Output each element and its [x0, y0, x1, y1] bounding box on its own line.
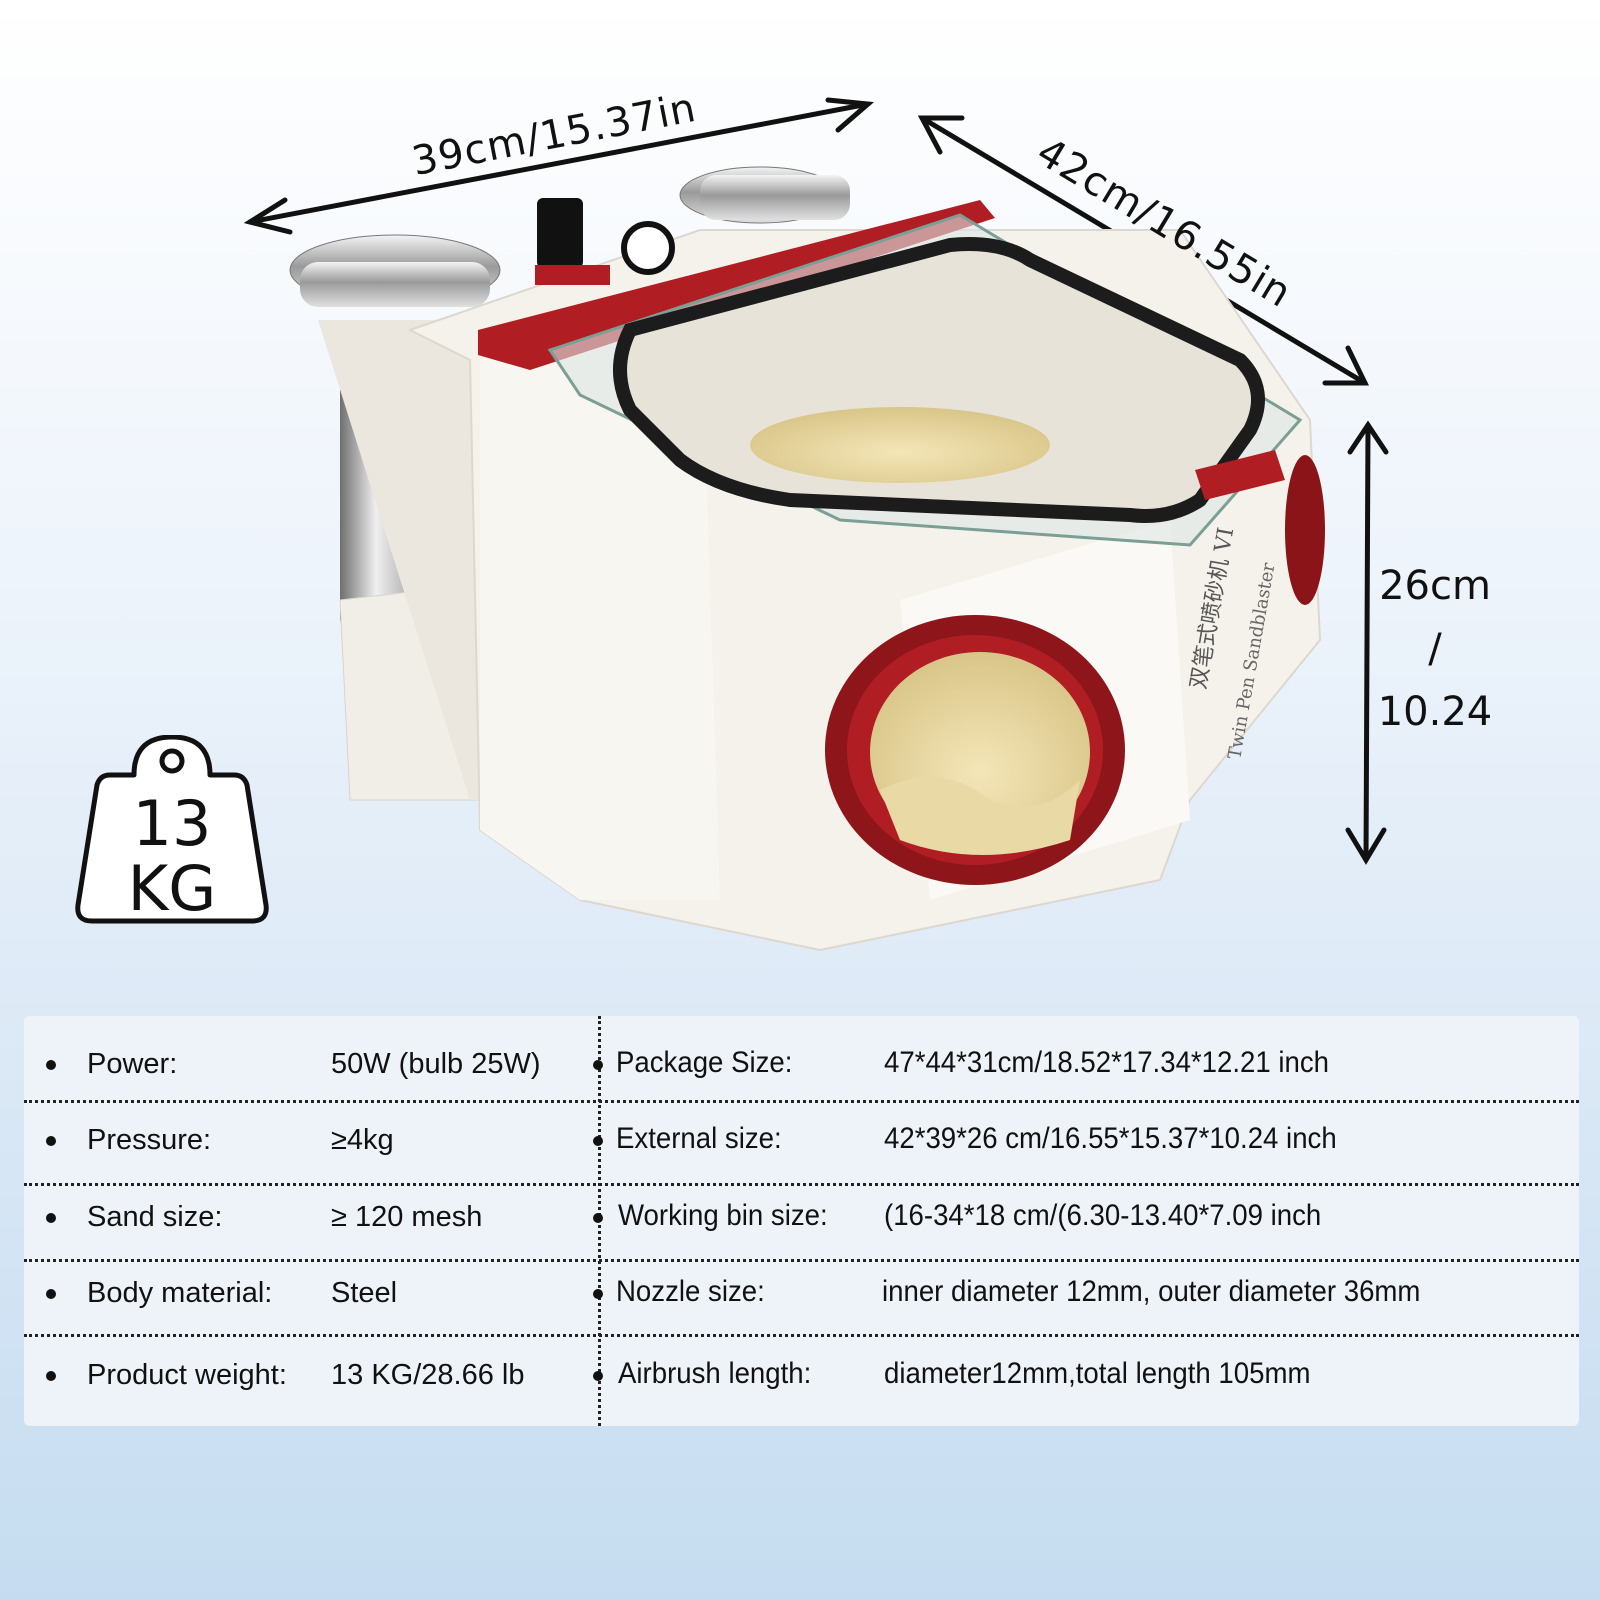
bullet-icon: [593, 1060, 603, 1070]
height-separator: /: [1428, 626, 1442, 672]
bullet-icon: [46, 1060, 56, 1070]
spec-value: 42*39*26 cm/16.55*15.37*10.24 inch: [884, 1122, 1337, 1155]
bullet-icon: [46, 1213, 56, 1223]
bullet-icon: [46, 1136, 56, 1146]
spec-value: (16-34*18 cm/(6.30-13.40*7.09 inch: [884, 1199, 1322, 1232]
spec-value: ≥ 120 mesh: [331, 1201, 483, 1233]
spec-label: Pressure:: [87, 1124, 212, 1156]
spec-label: Sand size:: [87, 1201, 223, 1233]
spec-label: Nozzle size:: [616, 1275, 765, 1308]
spec-value: Steel: [331, 1277, 398, 1309]
spec-label: Package Size:: [616, 1046, 793, 1079]
height-arrow: [1345, 420, 1389, 865]
spec-label: Power:: [87, 1048, 178, 1080]
height-cm: 26cm: [1379, 563, 1491, 609]
spec-value: ≥4kg: [331, 1124, 394, 1156]
height-in: 10.24: [1377, 689, 1493, 735]
spec-label: Airbrush length:: [618, 1357, 812, 1390]
spec-label: Working bin size:: [618, 1199, 828, 1232]
spec-value: inner diameter 12mm, outer diameter 36mm: [882, 1275, 1421, 1308]
spec-value: 47*44*31cm/18.52*17.34*12.21 inch: [884, 1046, 1330, 1079]
spec-value: 50W (bulb 25W): [331, 1048, 541, 1080]
spec-value: diameter12mm,total length 105mm: [884, 1357, 1311, 1390]
row-divider: [24, 1334, 1579, 1337]
row-divider: [24, 1183, 1579, 1186]
height-dimension-label: 26cm / 10.24: [1375, 555, 1495, 744]
row-divider: [24, 1100, 1579, 1103]
product-image-sandblaster: 双笔式喷砂机 VI Twin Pen Sandblaster: [243, 97, 1389, 952]
bullet-icon: [593, 1136, 603, 1146]
bullet-icon: [593, 1371, 603, 1381]
weight-icon: [75, 735, 269, 924]
row-divider: [24, 1259, 1579, 1262]
spec-label: External size:: [616, 1122, 782, 1155]
bullet-icon: [593, 1213, 603, 1223]
bullet-icon: [593, 1289, 603, 1299]
spec-label: Product weight:: [87, 1359, 287, 1391]
spec-value: 13 KG/28.66 lb: [331, 1359, 525, 1391]
spec-table: Power: 50W (bulb 25W) Pressure: ≥4kg San…: [24, 1016, 1579, 1426]
bullet-icon: [46, 1289, 56, 1299]
spec-label: Body material:: [87, 1277, 273, 1309]
bullet-icon: [46, 1371, 56, 1381]
weight-unit: KG: [127, 852, 217, 925]
width-arrow: [243, 97, 875, 235]
weight-value: 13: [132, 787, 212, 860]
